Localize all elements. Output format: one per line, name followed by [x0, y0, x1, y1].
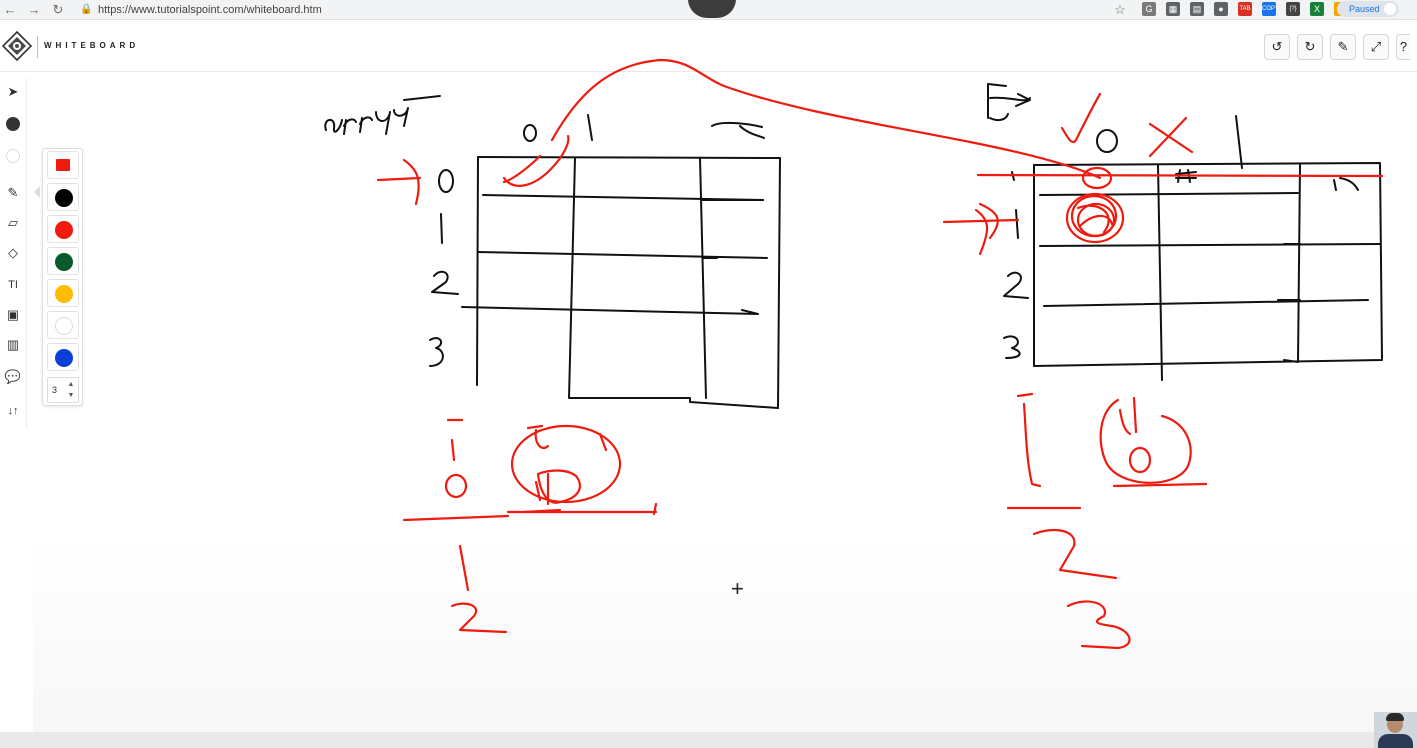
eraser-tool[interactable]: ▱ [8, 215, 18, 230]
clear-button[interactable]: ✎ [1330, 34, 1356, 60]
paused-label: Paused [1349, 4, 1380, 14]
redo-button[interactable]: ↻ [1297, 34, 1323, 60]
bottom-strip [0, 732, 1417, 748]
stroke-width-value: 3 [52, 385, 58, 395]
excel-icon[interactable]: X [1310, 2, 1324, 16]
image-tool[interactable]: ▣ [6, 307, 20, 322]
color-swatch[interactable] [47, 247, 79, 275]
forward-icon[interactable]: → [27, 2, 41, 17]
background-color-tool[interactable] [2, 144, 24, 166]
color-swatch[interactable] [47, 183, 79, 211]
reload-icon[interactable]: ↻ [52, 2, 64, 17]
doc-icon[interactable]: ▤ [1190, 2, 1204, 16]
import-export-tool[interactable]: ↓↑ [7, 405, 19, 417]
shapes-tool[interactable]: ◇ [8, 245, 18, 260]
template-tool[interactable]: ▥ [6, 337, 20, 352]
profile-paused-button[interactable]: Paused [1337, 1, 1399, 17]
left-table-grid [461, 156, 781, 409]
array-label [324, 95, 441, 135]
whiteboard-canvas[interactable] [33, 72, 1417, 732]
select-tool[interactable]: ➤ [7, 84, 19, 99]
logo-divider [37, 36, 38, 58]
palette-pointer-icon [34, 186, 40, 198]
video-overlay-control[interactable] [688, 0, 736, 18]
pen-tool[interactable]: ✎ [7, 185, 19, 200]
right-labels [987, 83, 1359, 359]
right-table-grid [1033, 115, 1383, 381]
avatar [1384, 3, 1396, 15]
presenter-video-thumbnail [1374, 712, 1417, 748]
color-swatch[interactable] [47, 279, 79, 307]
circle-icon[interactable]: ● [1214, 2, 1228, 16]
comment-tool[interactable]: 💬 [4, 369, 22, 384]
selected-color-swatch[interactable] [47, 151, 79, 179]
tab-icon[interactable]: TAB [1238, 2, 1252, 16]
fill-color-tool[interactable] [2, 112, 24, 134]
fullscreen-button[interactable]: ⤢ [1363, 34, 1389, 60]
app-header: WHITEBOARD ↺ ↻ ✎ ⤢? [0, 22, 1417, 72]
left-column-headers [523, 114, 765, 142]
logo-icon [1, 30, 33, 62]
g-icon[interactable]: G [1142, 2, 1156, 16]
copy-icon[interactable]: COPY [1262, 2, 1279, 16]
crosshair-cursor-icon: + [731, 576, 744, 601]
text-tool[interactable]: TI [8, 279, 18, 291]
color-swatch[interactable] [47, 311, 79, 339]
back-icon[interactable]: ← [3, 2, 17, 17]
json-icon[interactable]: {?} [1286, 2, 1300, 16]
brand-title: WHITEBOARD [44, 41, 140, 50]
lock-icon: 🔒 [80, 4, 93, 15]
url-text: https://www.tutorialspoint.com/whiteboar… [98, 4, 322, 16]
left-row-headers [429, 169, 459, 367]
left-toolbar: ➤ ✎ ▱ ◇ TI ▣ ▥ 💬 ↓↑ [0, 78, 27, 428]
stroke-width-stepper[interactable]: 3 ▲▼ [47, 377, 79, 403]
color-palette: 3 ▲▼ [42, 148, 83, 406]
red-annotations [376, 58, 1384, 650]
help-button[interactable]: ? [1396, 34, 1410, 60]
sheets-icon[interactable]: ▦ [1166, 2, 1180, 16]
bookmark-star-icon[interactable]: ☆ [1114, 2, 1126, 17]
undo-button[interactable]: ↺ [1264, 34, 1290, 60]
color-swatch[interactable] [47, 343, 79, 371]
stepper-arrows-icon[interactable]: ▲▼ [67, 381, 75, 399]
address-bar[interactable]: 🔒 https://www.tutorialspoint.com/whitebo… [80, 2, 1110, 18]
color-swatch[interactable] [47, 215, 79, 243]
